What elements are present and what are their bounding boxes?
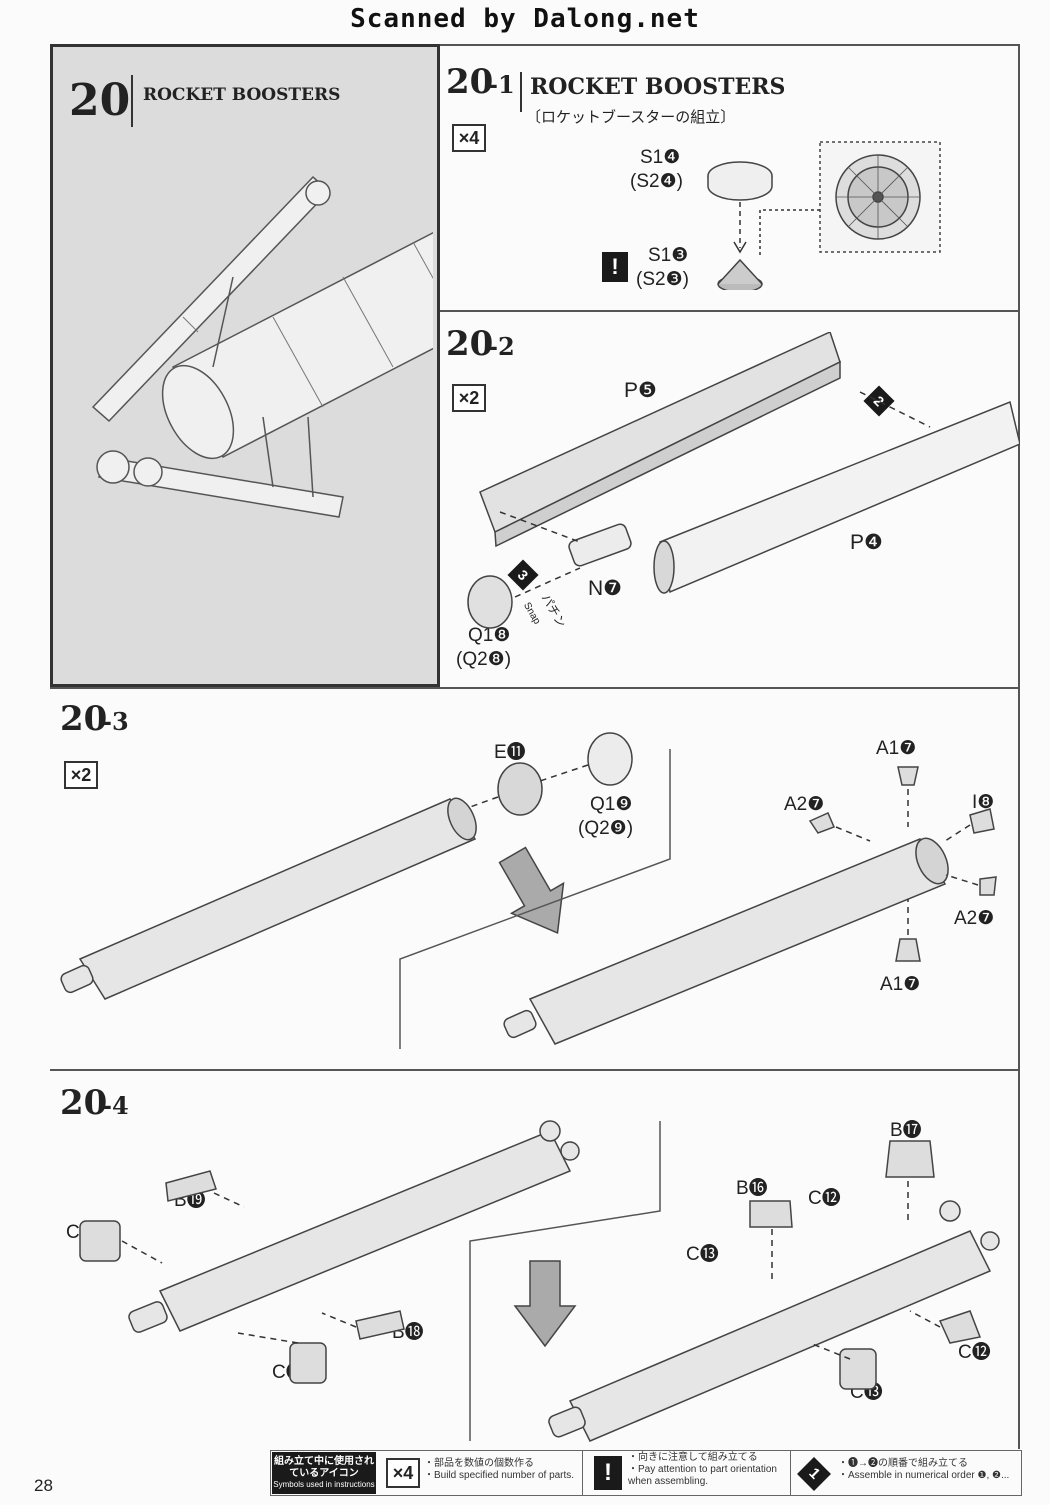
legend-orientation-text: ・向きに注意して組み立てる ・Pay attention to part ori… [628, 1452, 788, 1494]
step-20-1-subtitle: 〔ロケットブースターの組立〕 [526, 109, 736, 126]
multiplier-x2-icon: ×2 [452, 384, 486, 412]
page-number: 28 [34, 1476, 53, 1495]
scanner-watermark: Scanned by Dalong.net [350, 4, 700, 34]
step-20-3-illustration [60, 732, 997, 1049]
part-label-s2-3: (S2❸) [636, 269, 689, 290]
section-divider-2 [50, 1069, 1020, 1071]
part-label-q1-9: Q1❾ [590, 794, 633, 815]
step-20-3-number: 20 [60, 699, 108, 739]
part-label-a1-7-top: A1❼ [876, 738, 917, 759]
step-20-panel: 20 ROCKET BOOSTERS [50, 44, 440, 687]
step-20-title: ROCKET BOOSTERS [143, 85, 341, 105]
legend-divider-1 [582, 1450, 583, 1496]
step-20-booster-illustration [91, 175, 433, 518]
legend-multiplier-jp: ・部品を数値の個数作る [424, 1458, 534, 1469]
step-20-1-number: 20 [446, 62, 494, 102]
legend-multiplier-icon: ×4 [386, 1458, 420, 1488]
part-label-s2-4: (S2❹) [630, 171, 683, 192]
step-20-1-divider [520, 72, 522, 112]
step-20-3-sub: -3 [102, 707, 129, 736]
part-label-c12-right: C⓬ [958, 1342, 991, 1363]
section-divider-1 [50, 687, 1020, 689]
legend-order-text: ・❶→❷の順番で組み立てる ・Assemble in numerical ord… [838, 1452, 1022, 1494]
part-label-b17: B⓱ [890, 1120, 922, 1141]
legend-orientation-icon: ! [594, 1456, 622, 1490]
multiplier-x4-icon: ×4 [452, 124, 486, 152]
part-label-c13-top: C⓭ [686, 1244, 719, 1265]
legend-title-en: Symbols used in instructions [273, 1480, 375, 1489]
legend-order-jp: ・❶→❷の順番で組み立てる [838, 1458, 968, 1469]
part-label-q2-8: (Q2❽) [456, 649, 512, 670]
part-label-p4: P❹ [850, 531, 883, 554]
step-20-1-sub: -1 [488, 70, 515, 99]
part-label-q1-8: Q1❽ [468, 625, 511, 646]
step-20-4-panel: 20 -4 C⓮ B⓳ B⓲ C⓮ B⓱ B⓰ C⓬ C⓭ C⓬ C⓭ [50, 1071, 1020, 1446]
legend-title-box: 組み立て中に使用されているアイコン Symbols used in instru… [272, 1452, 376, 1494]
legend-orientation-jp: ・向きに注意して組み立てる [628, 1452, 758, 1463]
part-label-n7: N❼ [588, 577, 622, 600]
part-label-i8: I❽ [972, 792, 995, 813]
part-label-s1-4: S1❹ [640, 147, 681, 168]
legend-multiplier-text: ・部品を数値の個数作る ・Build specified number of p… [424, 1452, 584, 1494]
step-20-4-number: 20 [60, 1083, 108, 1123]
part-label-p5: P❺ [624, 379, 657, 402]
step-20-1-panel: 20 -1 ROCKET BOOSTERS 〔ロケットブースターの組立〕 ×4 … [440, 44, 1020, 312]
legend-orientation-en: ・Pay attention to part orientation when … [628, 1464, 777, 1487]
orientation-warning-icon: ! [602, 252, 628, 282]
step-20-2-sub: -2 [488, 332, 515, 361]
page-border [50, 44, 1020, 1449]
multiplier-x2-icon: ×2 [64, 761, 98, 789]
step-20-4-illustration [79, 1120, 1000, 1442]
part-label-q2-9: (Q2❾) [578, 818, 634, 839]
step-20-title-box: 20 [65, 75, 133, 127]
part-label-a1-7-bottom: A1❼ [880, 974, 921, 995]
legend-title-jp: 組み立て中に使用されているアイコン [274, 1456, 374, 1479]
part-label-b16: B⓰ [736, 1178, 768, 1199]
part-label-a2-7-right: A2❼ [954, 908, 995, 929]
step-20-2-illustration [467, 332, 1020, 629]
legend-multiplier-en: ・Build specified number of parts. [424, 1470, 575, 1481]
part-label-c12-top: C⓬ [808, 1188, 841, 1209]
step-20-1-illustration [707, 141, 941, 290]
part-label-s1-3: S1❸ [648, 245, 689, 266]
step-20-1-title: ROCKET BOOSTERS [530, 74, 786, 100]
legend-order-en: ・Assemble in numerical order ❶, ❷... [838, 1470, 1010, 1481]
step-20-2-panel: 20 -2 ×2 P❺ P❹ N❼ Q1❽ (Q2❽) パチン Snap 1 2… [440, 312, 1020, 687]
part-label-e11: E⓫ [494, 742, 526, 763]
legend-divider-2 [790, 1450, 791, 1496]
step-20-4-sub: -4 [102, 1091, 129, 1120]
step-20-number: 20 [69, 75, 131, 126]
step-20-3-panel: 20 -3 ×2 E⓫ Q1❾ (Q2❾) A1❼ A2❼ I❽ A2❼ A1❼ [50, 689, 1020, 1069]
step-20-2-number: 20 [446, 324, 494, 364]
part-label-a2-7-left: A2❼ [784, 794, 825, 815]
legend-border [270, 1450, 1022, 1496]
